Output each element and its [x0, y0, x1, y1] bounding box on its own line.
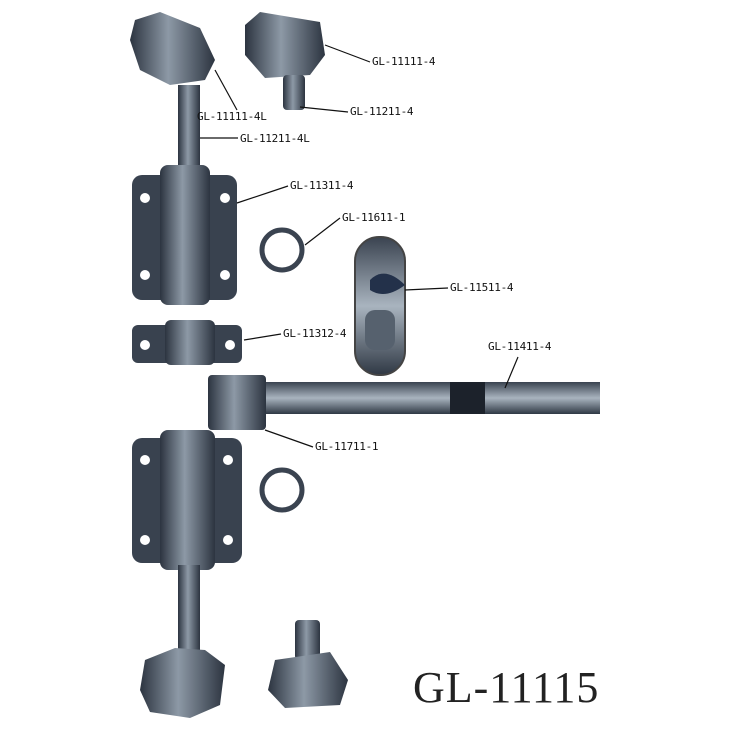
label-guide: GL-11312-4: [283, 327, 347, 340]
lower-ring: [259, 467, 305, 513]
bottom-left-cam-assembly: [140, 565, 225, 718]
top-right-cam: [245, 12, 325, 110]
guide-bracket: [132, 320, 242, 365]
label-handle-retainer: GL-11511-4: [450, 281, 514, 294]
label-top-cam: GL-11211-4: [350, 105, 414, 118]
lower-bearing-bracket: [132, 430, 242, 570]
label-top-cam-keeper-left: GL-11111-4L: [197, 110, 267, 123]
product-code-title: GL-11115: [413, 663, 600, 712]
label-ring: GL-11611-1: [342, 211, 406, 224]
handle-retainer: [354, 236, 406, 376]
label-top-cam-keeper: GL-11111-4: [372, 55, 436, 68]
handle: [208, 375, 600, 430]
label-handle: GL-11411-4: [488, 340, 552, 353]
bottom-right-cam: [268, 620, 348, 708]
upper-ring: [259, 227, 305, 273]
leader-lines: [200, 44, 519, 448]
label-top-cam-left: GL-11211-4L: [240, 132, 310, 145]
upper-bearing-bracket: [132, 165, 237, 305]
label-bearing: GL-11311-4: [290, 179, 354, 192]
label-hub: GL-11711-1: [315, 440, 379, 453]
top-left-cam-assembly: [130, 12, 215, 165]
